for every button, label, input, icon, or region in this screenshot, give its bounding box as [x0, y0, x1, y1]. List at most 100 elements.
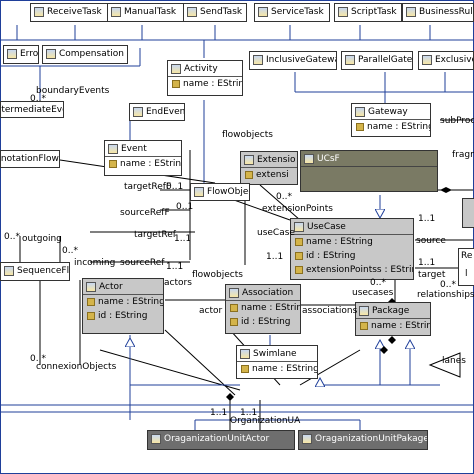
eclass-icon [111, 7, 121, 17]
class-swimlane[interactable]: Swimlane name : EString [236, 345, 318, 379]
class-name: ManualTask [124, 7, 177, 17]
class-usecase[interactable]: UseCase name : EString id : EString exte… [290, 218, 414, 280]
label-mult: 0..* [276, 192, 292, 202]
class-name: Error [20, 49, 38, 59]
class-name: SequenceFlow [17, 266, 69, 276]
eclass-icon [46, 49, 56, 59]
class-orgunitactor[interactable]: OraganizationUnitActor [147, 430, 295, 450]
eclass-icon [194, 187, 204, 197]
label-source-ref: sourceRef [120, 258, 165, 268]
eclass-icon [406, 7, 416, 17]
label-outgoing: outgoing [22, 234, 62, 244]
eclass-icon [253, 55, 263, 65]
label-mult: 0..* [30, 354, 46, 364]
class-orgunitpakage[interactable]: OraganizationUnitPakage [298, 430, 428, 450]
class-partial-right-2[interactable]: Re l [458, 248, 474, 286]
class-actor[interactable]: Actor name : EString id : EString [82, 278, 164, 334]
label-mult: 0..* [30, 94, 46, 104]
label-mult: 0..* [62, 246, 78, 256]
class-name: Package [372, 305, 410, 316]
class-name: BusinessRuleTa [419, 7, 473, 17]
class-name: InclusiveGateway [266, 55, 336, 65]
attribute-icon [230, 304, 238, 312]
attribute: extensi [256, 170, 289, 180]
class-name: ExclusiveG [435, 55, 473, 65]
eclass-icon [338, 7, 348, 17]
label-flowobjects-mid: flowobjects [192, 270, 243, 280]
class-compensation[interactable]: Compensation [42, 45, 128, 64]
class-exclusivegateway[interactable]: ExclusiveG [418, 51, 474, 70]
attribute: name : EString [120, 159, 181, 169]
label-actors: actors [164, 278, 192, 288]
class-parallelgateway[interactable]: ParallelGateway [341, 51, 413, 70]
class-name: OraganizationUnitActor [164, 434, 270, 444]
class-manualtask[interactable]: ManualTask [107, 3, 185, 22]
label-extension-points: extensionPoints [262, 204, 333, 214]
label-mult: 1..1 [240, 408, 258, 418]
label-mult: 1..1 [174, 234, 192, 244]
eclass-icon [258, 7, 268, 17]
attribute: name : EString [98, 297, 163, 307]
attribute-icon [295, 252, 303, 260]
attribute-icon [87, 298, 95, 306]
class-name: OraganizationUnitPakage [315, 434, 427, 444]
eclass-icon [359, 305, 369, 316]
class-flowobject[interactable]: FlowObject [190, 183, 250, 201]
attribute: name : EString [241, 303, 300, 313]
attribute-icon [295, 266, 303, 274]
label-mult: 1..1 [210, 408, 228, 418]
eclass-icon [240, 348, 250, 359]
class-extension[interactable]: Extensio extensi [240, 151, 298, 185]
class-annotationflow[interactable]: AnnotationFlow [0, 150, 60, 168]
eclass-icon [304, 153, 314, 164]
class-receivetask[interactable]: ReceiveTask [30, 3, 116, 22]
class-association[interactable]: Association name : EString id : EString [225, 284, 301, 334]
class-servicetask[interactable]: ServiceTask [254, 3, 330, 22]
label-fragm: fragm [452, 150, 474, 160]
label-mult: 0..1 [176, 202, 194, 212]
attribute-icon [360, 322, 368, 330]
attribute-icon [245, 171, 253, 179]
class-name: ParallelGateway [358, 55, 412, 65]
class-name: Extensio [257, 154, 296, 165]
class-name: EndEvent [146, 107, 184, 117]
label-mult: 0..* [370, 278, 386, 288]
eclass-icon [244, 154, 254, 165]
label-mult: 0..* [440, 280, 456, 290]
class-partial-right-1[interactable] [462, 198, 474, 228]
class-activity[interactable]: Activity name : EString [167, 60, 243, 96]
eclass-icon [355, 106, 365, 117]
class-event[interactable]: Event name : EString [104, 140, 182, 176]
class-scripttask[interactable]: ScriptTask [334, 3, 402, 22]
label-usecase-role: useCase [257, 228, 295, 238]
label-target: target [418, 270, 446, 280]
label-mult: 0..1 [166, 182, 184, 192]
eclass-icon [187, 7, 197, 17]
class-name: Actor [99, 281, 123, 292]
class-name: ScriptTask [351, 7, 397, 17]
eclass-icon [7, 49, 17, 59]
eclass-icon [345, 55, 355, 65]
class-intermediateevent[interactable]: IntermediateEvent [0, 101, 64, 118]
class-sendtask[interactable]: SendTask [183, 3, 247, 22]
class-ucsf[interactable]: UCsF [300, 150, 438, 192]
eclass-icon [108, 143, 118, 154]
class-gateway[interactable]: Gateway name : EString [351, 103, 431, 137]
class-name: IntermediateEvent [1, 105, 63, 115]
class-package[interactable]: Package name : EString [355, 302, 431, 336]
class-sequenceflow[interactable]: SequenceFlow [0, 262, 70, 281]
label-mult: 1..1 [418, 258, 436, 268]
eclass-icon [422, 55, 432, 65]
class-error[interactable]: Error [3, 45, 39, 64]
attribute: id : EString [241, 317, 291, 327]
label-mult: 1..1 [166, 262, 184, 272]
class-inclusivegateway[interactable]: InclusiveGateway [249, 51, 337, 70]
class-businessrule[interactable]: BusinessRuleTa [402, 3, 474, 22]
class-name: Event [121, 143, 147, 154]
class-endevent[interactable]: EndEvent [129, 103, 185, 121]
eclass-icon [151, 434, 161, 444]
label-usecases: usecases [352, 288, 394, 298]
label-mult: 1..1 [266, 252, 284, 262]
